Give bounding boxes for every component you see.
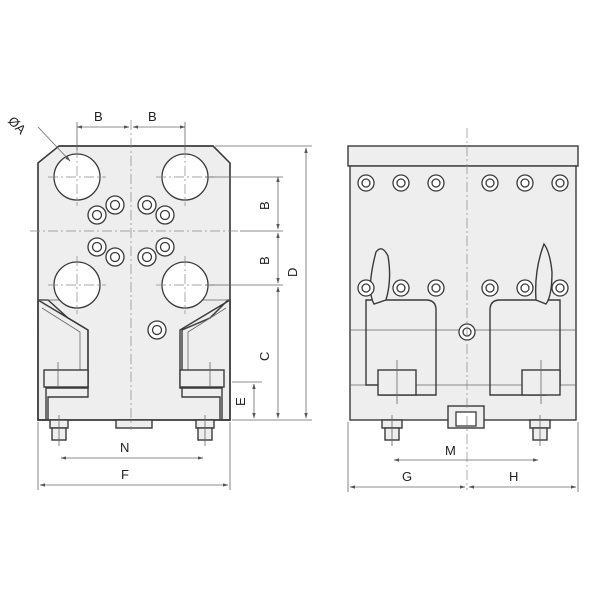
- label-b-right-upper: B: [257, 201, 272, 210]
- label-d: D: [285, 268, 300, 277]
- front-left-pocket: [37, 298, 89, 421]
- label-f: F: [121, 467, 129, 482]
- front-right-pin: [195, 415, 215, 446]
- label-h: H: [509, 469, 518, 484]
- label-n: N: [120, 440, 129, 455]
- label-diameter-a: ØA: [5, 113, 29, 137]
- label-g: G: [402, 469, 412, 484]
- front-screw-holes: [87, 195, 175, 340]
- side-right-pin: [529, 415, 551, 446]
- label-b-top-right: B: [148, 109, 157, 124]
- front-view: [30, 120, 240, 446]
- front-right-pocket: [179, 298, 231, 421]
- side-screw-holes: [357, 174, 569, 341]
- label-c: C: [257, 352, 272, 361]
- front-left-pin: [49, 415, 69, 446]
- front-bottom-key: [115, 419, 153, 429]
- side-right-hook: [534, 242, 553, 305]
- label-m: M: [445, 443, 456, 458]
- side-body-top: [347, 145, 579, 167]
- side-view: [347, 128, 579, 490]
- front-right-clamp: [179, 369, 225, 388]
- label-e: E: [233, 397, 248, 406]
- front-left-clamp: [43, 369, 89, 388]
- label-b-right-lower: B: [257, 256, 272, 265]
- label-b-top-left: B: [94, 109, 103, 124]
- side-left-pin: [381, 415, 403, 446]
